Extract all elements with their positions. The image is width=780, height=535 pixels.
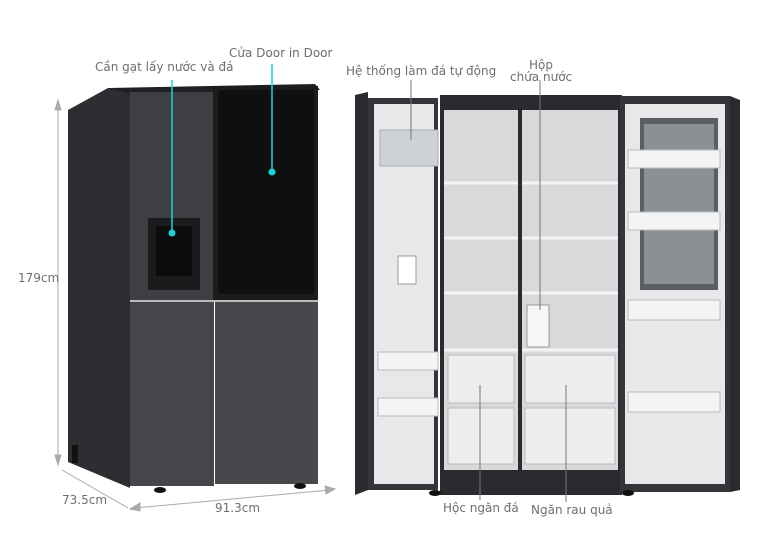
callout-door-in-door: Cửa Door in Door: [229, 46, 333, 60]
height-dimension: 179cm: [18, 271, 60, 285]
callout-dispenser-lever: Cần gạt lấy nước và đá: [95, 60, 234, 74]
callout-auto-ice-maker: Hệ thống làm đá tự động: [346, 64, 497, 78]
open-fridge: [355, 80, 740, 502]
depth-dimension: 73.5cm: [62, 493, 108, 507]
callout-freezer-drawer: Hộc ngăn đá: [443, 501, 519, 515]
width-dimension: 91.3cm: [215, 501, 261, 515]
callout-water-tank-line1: Hộp: [529, 58, 553, 72]
callout-water-tank-line2: chứa nước: [510, 70, 573, 84]
callout-crisper-drawer: Ngăn rau quả: [531, 503, 613, 517]
dimension-lines: [54, 98, 337, 512]
closed-fridge: [68, 64, 320, 493]
